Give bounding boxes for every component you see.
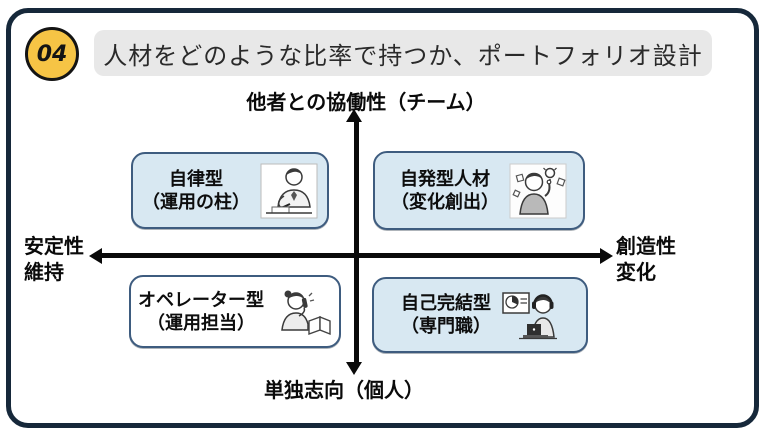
arrow-right-icon [600, 248, 613, 264]
arrow-up-icon [346, 109, 362, 122]
axis-label-top: 他者との協働性（チーム） [246, 90, 486, 114]
axis-label-left: 安定性 維持 [24, 233, 84, 285]
arrow-left-icon [89, 248, 102, 264]
badge-number: 04 [36, 41, 68, 67]
quadrant-bottom-right-label: 自己完結型 （専門職） [401, 292, 491, 338]
quadrant-subtitle: （運用の柱） [142, 191, 250, 213]
quadrant-subtitle: （変化創出） [391, 191, 499, 213]
quadrant-top-left-label: 自律型 （運用の柱） [142, 168, 250, 214]
quadrant-title: 自己完結型 [401, 293, 491, 314]
axis-label-bottom: 単独志向（個人） [264, 378, 424, 402]
vertical-axis-line [354, 121, 359, 362]
quadrant-subtitle: （運用担当） [147, 312, 255, 334]
quadrant-title: 自律型 [169, 168, 223, 190]
axis-label-right-line2: 変化 [616, 260, 656, 284]
axis-label-right: 創造性 変化 [616, 233, 676, 285]
arrow-down-icon [346, 362, 362, 375]
quadrant-subtitle: （専門職） [401, 316, 491, 337]
idea-person-icon [509, 163, 567, 219]
title-bar: 人材をどのような比率で持つか、ポートフォリオ設計 [94, 30, 712, 76]
axis-label-left-line1: 安定性 [24, 234, 84, 258]
writing-person-icon [260, 163, 318, 219]
quadrant-bottom-left-label: オペレーター型 （運用担当） [138, 289, 264, 335]
quadrant-title: オペレーター型 [138, 289, 264, 311]
quadrant-bottom-left: オペレーター型 （運用担当） [129, 275, 341, 348]
number-badge: 04 [25, 27, 79, 81]
headphones-laptop-icon [501, 287, 559, 343]
quadrant-bottom-right: 自己完結型 （専門職） [372, 277, 588, 353]
quadrant-top-right-label: 自発型人材 （変化創出） [391, 168, 499, 214]
quadrant-top-right: 自発型人材 （変化創出） [373, 151, 585, 230]
axis-label-right-line1: 創造性 [616, 234, 676, 258]
quadrant-title: 自発型人材 [400, 168, 490, 190]
phone-operator-icon [274, 284, 332, 340]
quadrant-top-left: 自律型 （運用の柱） [131, 152, 329, 229]
axis-label-left-line2: 維持 [24, 260, 64, 284]
slide-frame [6, 8, 759, 428]
horizontal-axis-line [102, 253, 600, 258]
page-title: 人材をどのような比率で持つか、ポートフォリオ設計 [103, 41, 703, 70]
